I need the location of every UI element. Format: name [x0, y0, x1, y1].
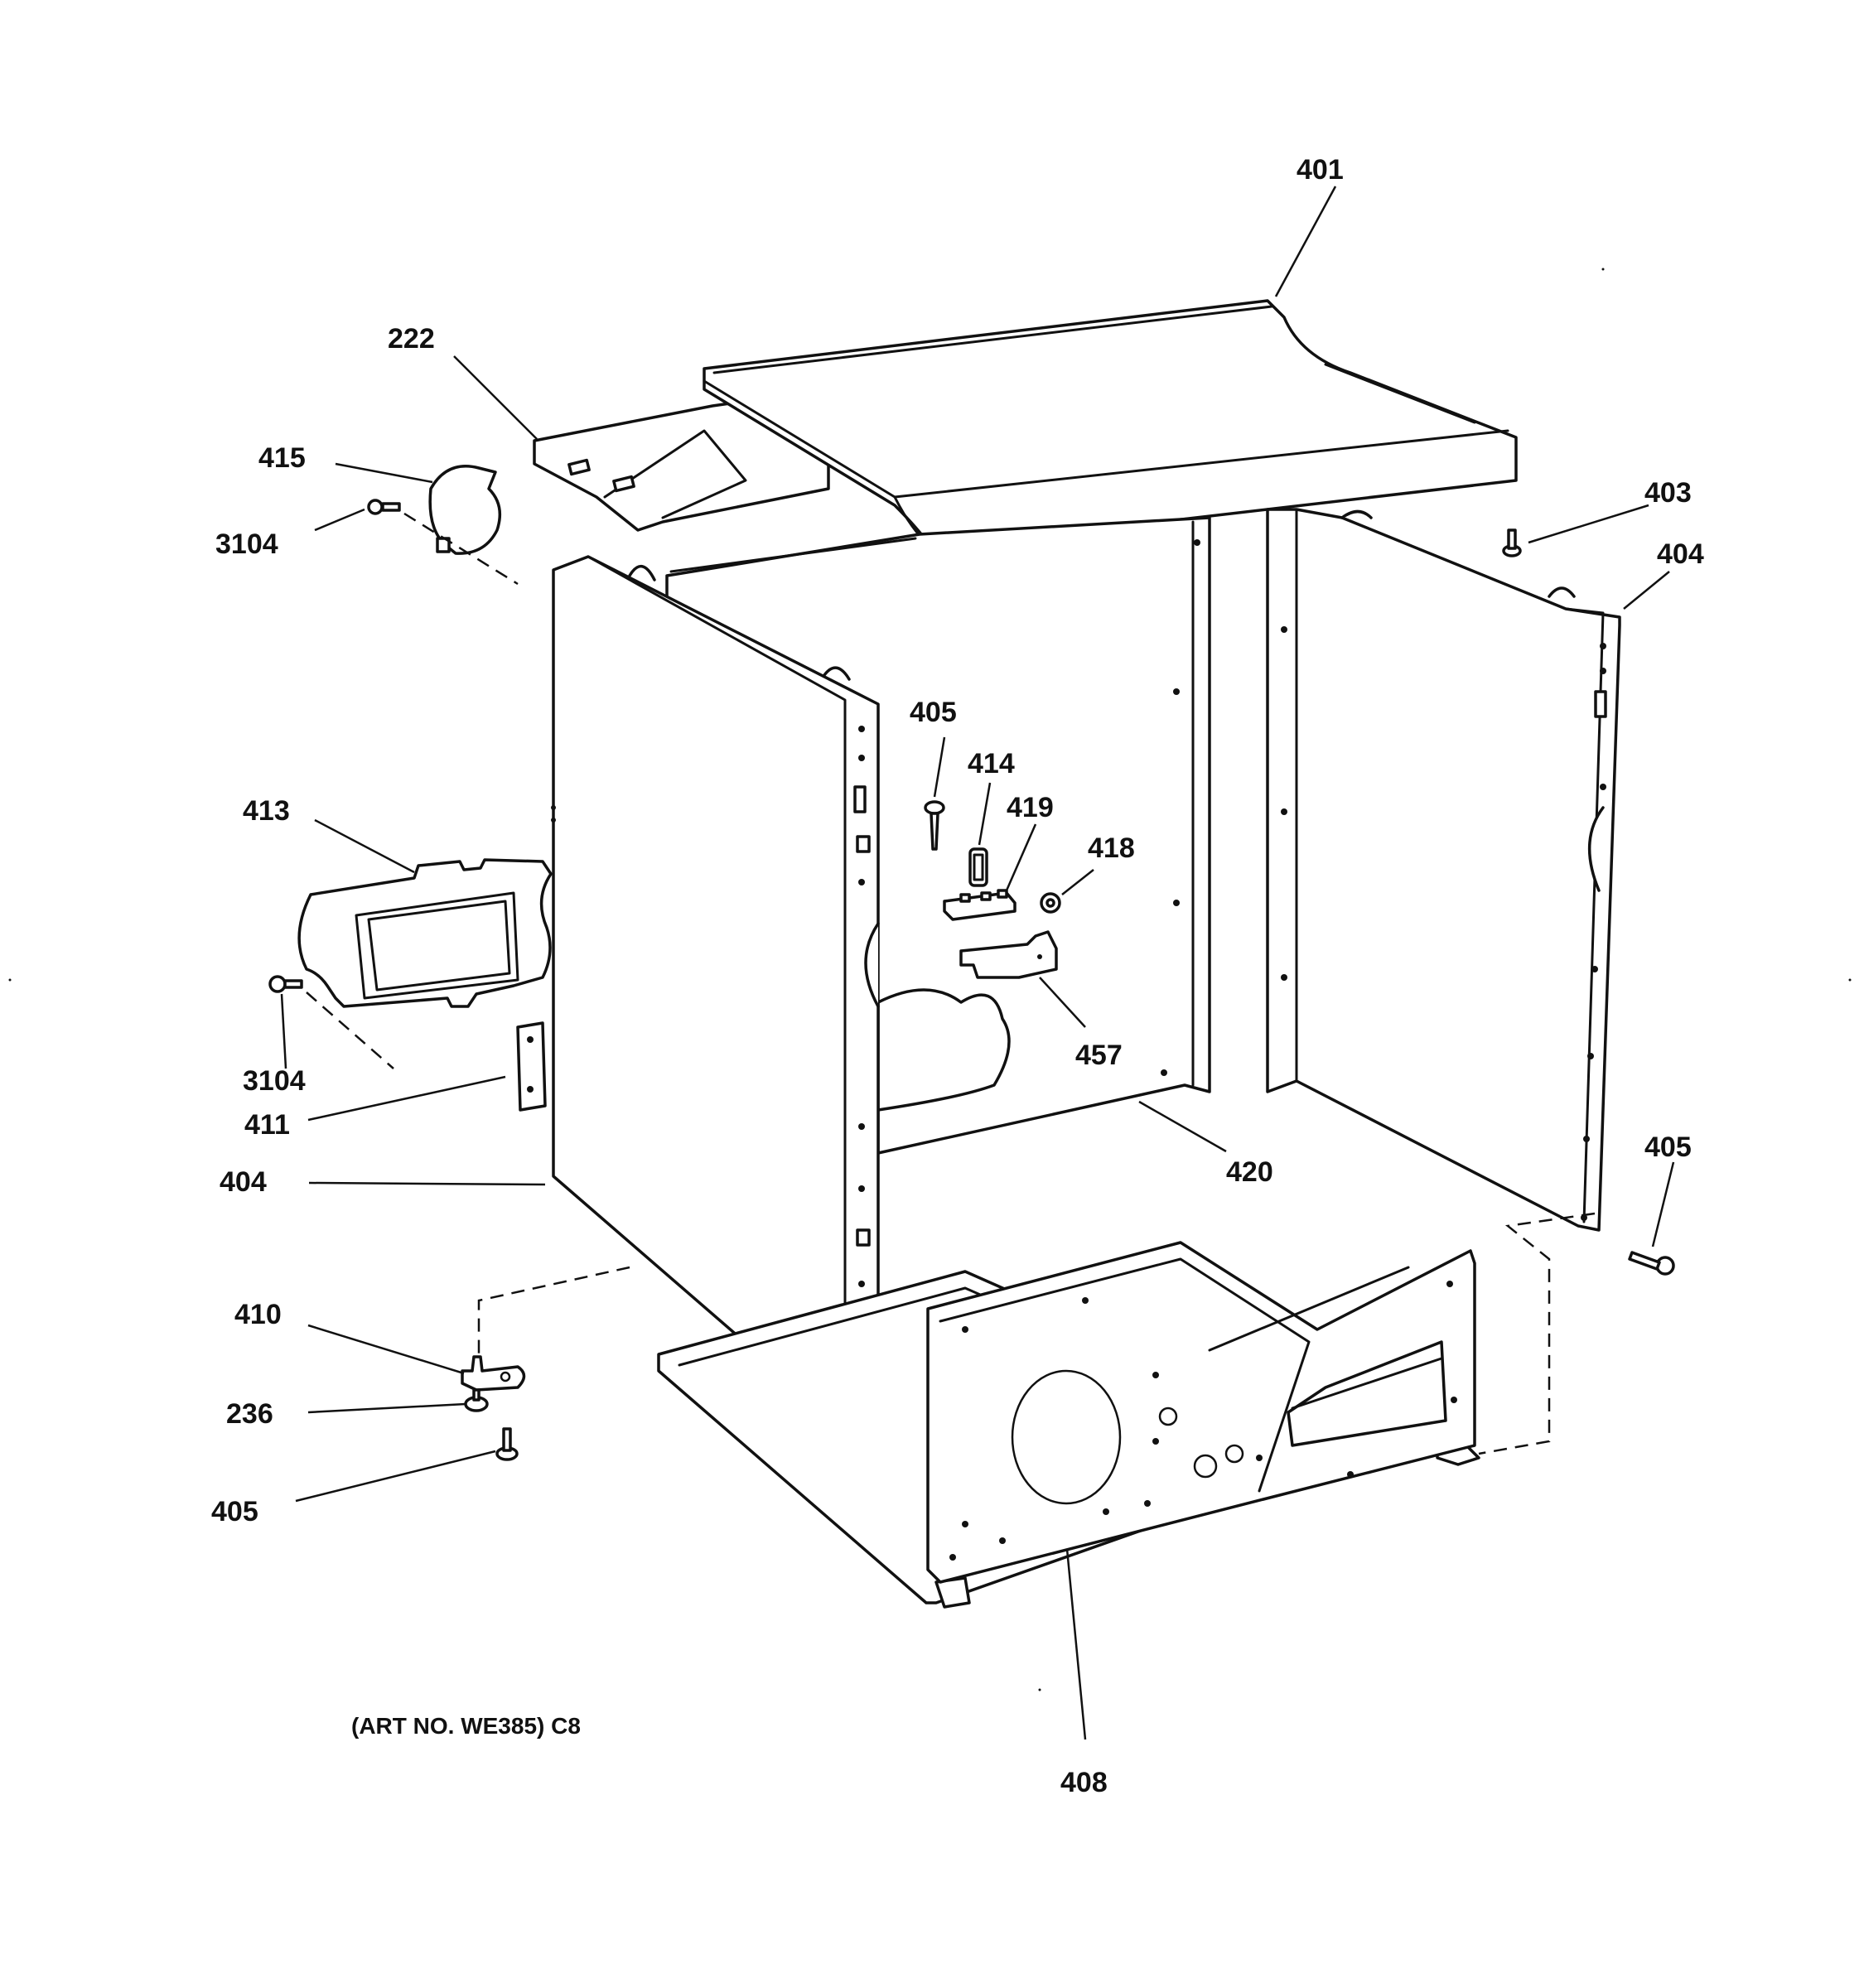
callout-418: 418 [1088, 832, 1135, 864]
part-405-right-screw [1628, 1251, 1675, 1276]
callout-404-right: 404 [1657, 538, 1704, 570]
callout-414: 414 [968, 748, 1015, 779]
part-408-front-panel [926, 1241, 1476, 1584]
part-414-clip [968, 847, 988, 887]
callout-3104-bottom: 3104 [243, 1065, 306, 1097]
callout-222: 222 [388, 323, 435, 355]
part-404-right-side-panel [1266, 508, 1621, 1232]
part-410-leveling-bracket [461, 1355, 526, 1392]
part-3104-top-screw [367, 499, 401, 515]
part-418-nut [1040, 892, 1061, 914]
callout-413: 413 [243, 795, 290, 827]
leader-lines [280, 186, 1675, 1740]
part-222-top-bracket [533, 388, 830, 532]
callout-411: 411 [244, 1109, 290, 1141]
part-403-screw [1502, 528, 1522, 557]
callout-401: 401 [1297, 154, 1344, 186]
callout-405-right: 405 [1644, 1132, 1692, 1163]
part-236-leg [464, 1388, 489, 1412]
part-411-bracket [516, 1021, 547, 1112]
art-number: (ART NO. WE385) C8 [351, 1713, 581, 1739]
callout-403: 403 [1644, 477, 1692, 509]
callout-405-bottom: 405 [211, 1496, 258, 1527]
part-415-cover [428, 465, 502, 555]
part-419-terminal-block [943, 889, 1017, 921]
callout-420: 420 [1226, 1156, 1273, 1188]
callout-408: 408 [1060, 1767, 1108, 1798]
callout-404-left: 404 [220, 1166, 267, 1198]
registration-marks [8, 268, 1852, 1691]
callout-3104-top: 3104 [215, 528, 278, 560]
part-404-left-side-panel [551, 555, 880, 1431]
callout-415: 415 [258, 442, 306, 474]
assembly-dash-lines [306, 512, 1596, 1455]
callout-457: 457 [1075, 1040, 1123, 1071]
part-3104-bottom-screw [268, 975, 303, 993]
callout-419: 419 [1007, 792, 1054, 823]
callout-236: 236 [226, 1398, 273, 1430]
part-413-bracket [297, 858, 553, 1008]
callout-405-center: 405 [910, 697, 957, 728]
part-401-top-panel [703, 299, 1518, 550]
part-405-center-screw [924, 800, 945, 851]
part-457-bracket [959, 930, 1058, 979]
part-405-bottom-screw [495, 1427, 519, 1461]
callout-410: 410 [234, 1299, 282, 1330]
